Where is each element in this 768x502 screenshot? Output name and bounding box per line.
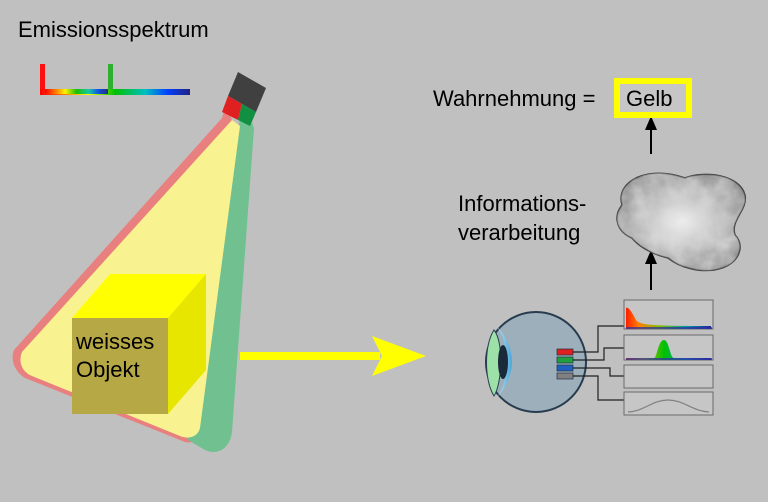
object-label-line2: Objekt [76, 357, 140, 382]
processing-label-line2: verarbeitung [458, 220, 580, 245]
receptor-response-panels [623, 299, 714, 416]
arrow-up-icon-lower [645, 250, 657, 290]
receptor-red [556, 348, 574, 356]
title: Emissionsspektrum [18, 17, 209, 42]
processing-label-line1: Informations- [458, 191, 586, 216]
receptor-gray [556, 372, 574, 380]
arrow-icon [240, 336, 426, 376]
perception-result-box [614, 78, 692, 118]
pupil [498, 345, 508, 379]
response-box-blue [623, 364, 714, 389]
lamp-icon [222, 72, 266, 126]
arrow-up-icon-upper [645, 116, 657, 154]
eye-icon [485, 311, 587, 413]
cube-top [72, 274, 206, 318]
receptor-blue [556, 364, 574, 372]
spectrum-peak-red [40, 64, 45, 94]
receptor-connectors [573, 325, 624, 401]
cube-front [72, 318, 168, 414]
spectrum-peak-green [108, 64, 113, 94]
spectrum-bar [40, 89, 190, 95]
brain-icon [616, 172, 746, 272]
cube-side [168, 274, 206, 414]
white-object-cube [72, 274, 206, 414]
receptor-green [556, 356, 574, 364]
emission-spectrum-graph [40, 64, 190, 95]
perception-prefix: Wahrnehmung = [433, 86, 595, 111]
object-label-line1: weisses [75, 329, 154, 354]
response-box-gray [623, 391, 714, 416]
perception-result: Gelb [626, 86, 672, 111]
